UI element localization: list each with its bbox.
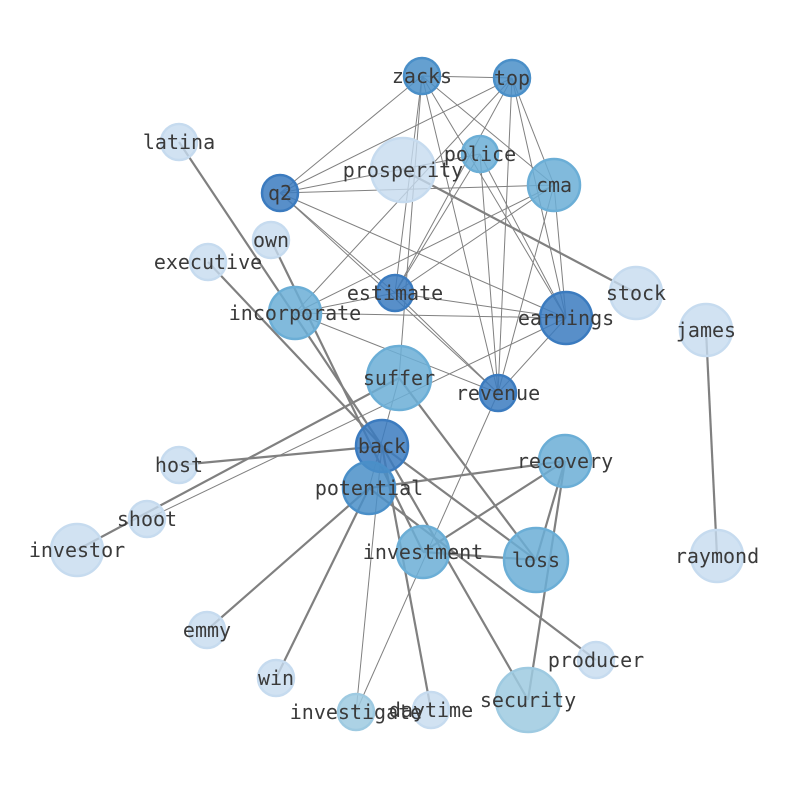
node-producer xyxy=(576,640,616,680)
node-label-police: police xyxy=(444,142,516,166)
node-latina xyxy=(159,122,199,162)
node-suffer xyxy=(365,344,433,412)
node-estimate xyxy=(375,273,415,313)
node-potential xyxy=(341,460,397,516)
node-label-incorporate: incorporate xyxy=(229,301,361,325)
edge-zacks-earnings xyxy=(421,75,567,319)
node-label-daytime: daytime xyxy=(389,698,473,722)
node-label-cma: cma xyxy=(536,173,572,197)
edge-q2-earnings xyxy=(279,192,567,319)
edge-zacks-revenue xyxy=(421,75,499,394)
edge-top-estimate xyxy=(394,77,513,294)
node-label-investor: investor xyxy=(29,538,125,562)
node-police xyxy=(460,134,500,174)
node-label-estimate: estimate xyxy=(347,281,443,305)
node-label-zacks: zacks xyxy=(392,64,452,88)
node-win xyxy=(256,658,296,698)
node-label-producer: producer xyxy=(548,648,644,672)
node-label-revenue: revenue xyxy=(456,381,540,405)
node-label-host: host xyxy=(155,453,203,477)
edge-executive-back xyxy=(207,261,383,447)
node-label-suffer: suffer xyxy=(363,366,435,390)
edge-estimate-earnings xyxy=(394,292,567,319)
node-label-q2: q2 xyxy=(268,181,292,205)
node-recovery xyxy=(537,433,593,489)
node-label-latina: latina xyxy=(143,130,215,154)
node-label-investigate: investigate xyxy=(290,700,422,724)
node-host xyxy=(159,445,199,485)
node-label-emmy: emmy xyxy=(183,618,231,642)
node-investment xyxy=(395,524,451,580)
edge-back-host xyxy=(178,444,383,467)
edge-police-revenue xyxy=(479,153,499,394)
edge-potential-producer xyxy=(368,487,597,661)
node-label-loss: loss xyxy=(512,548,560,572)
node-layer xyxy=(49,56,745,734)
edge-potential-emmy xyxy=(206,487,370,631)
edge-potential-win xyxy=(275,487,370,679)
node-label-own: own xyxy=(253,228,289,252)
edge-zacks-suffer xyxy=(398,75,423,379)
node-raymond xyxy=(689,528,745,584)
node-prosperity xyxy=(369,136,437,204)
edge-cma-incorporate xyxy=(294,184,555,314)
node-zacks xyxy=(402,56,442,96)
edge-top-revenue xyxy=(497,77,513,394)
edge-cma-estimate xyxy=(394,184,555,294)
node-label-top: top xyxy=(494,66,530,90)
node-investor xyxy=(49,522,105,578)
node-label-earnings: earnings xyxy=(518,306,614,330)
node-shoot xyxy=(127,499,167,539)
edge-cma-revenue xyxy=(497,184,555,394)
node-cma xyxy=(526,157,582,213)
edge-back-security xyxy=(381,445,529,701)
edge-zacks-q2 xyxy=(279,75,423,194)
node-label-james: james xyxy=(676,318,736,342)
edge-incorporate-earnings xyxy=(294,312,567,319)
node-label-back: back xyxy=(358,434,406,458)
node-label-recovery: recovery xyxy=(517,449,613,473)
edge-suffer-loss xyxy=(398,377,537,561)
node-incorporate xyxy=(267,285,323,341)
node-label-shoot: shoot xyxy=(117,507,177,531)
node-stock xyxy=(608,265,664,321)
node-label-win: win xyxy=(258,666,294,690)
node-label-prosperity: prosperity xyxy=(343,158,463,182)
node-james xyxy=(678,302,734,358)
edge-q2-estimate xyxy=(279,192,396,294)
node-loss xyxy=(502,526,570,594)
node-label-raymond: raymond xyxy=(675,544,759,568)
edge-police-estimate xyxy=(394,153,481,294)
node-revenue xyxy=(478,373,518,413)
edge-prosperity-stock xyxy=(402,169,637,294)
node-top xyxy=(492,58,532,98)
edge-estimate-revenue xyxy=(394,292,499,394)
node-executive xyxy=(188,242,228,282)
edge-james-raymond xyxy=(704,329,719,557)
node-label-stock: stock xyxy=(606,281,666,305)
node-earnings xyxy=(538,290,594,346)
node-q2 xyxy=(260,173,300,213)
edge-potential-recovery xyxy=(368,459,566,490)
node-label-potential: potential xyxy=(315,476,423,500)
edge-investment-recovery xyxy=(422,460,566,553)
node-own xyxy=(251,220,291,260)
edge-top-q2 xyxy=(279,77,513,194)
node-emmy xyxy=(187,610,227,650)
node-label-security: security xyxy=(480,688,576,712)
node-label-investment: investment xyxy=(363,540,483,564)
node-investigate xyxy=(336,692,376,732)
node-label-executive: executive xyxy=(154,250,262,274)
node-daytime xyxy=(411,690,451,730)
edge-police-earnings xyxy=(479,153,567,319)
node-security xyxy=(494,666,562,734)
